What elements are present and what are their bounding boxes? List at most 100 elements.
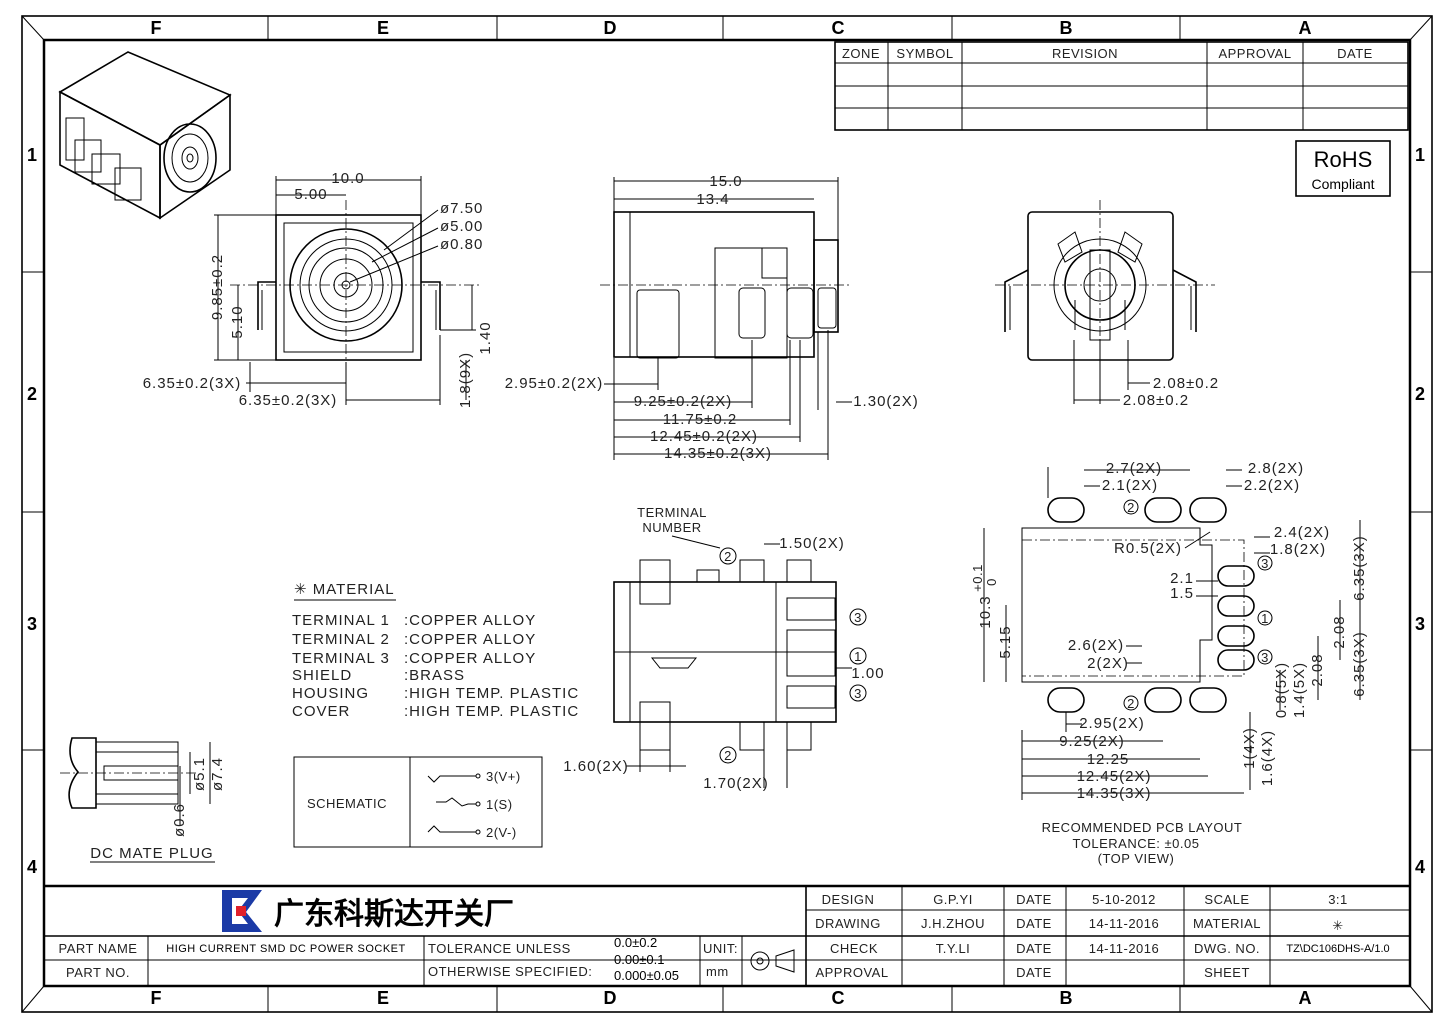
pcb-d4: 2.2(2X) xyxy=(1244,477,1300,494)
pcb-d9: 1.5 xyxy=(1170,585,1194,602)
dwg-no-value: TZ\DC106DHS-A/1.0 xyxy=(1286,943,1389,955)
plug-d1: ø5.1 xyxy=(191,757,208,791)
material-value: :BRASS xyxy=(404,667,465,684)
schematic-box: SCHEMATIC 3(V+) 1(S) 2(V-) xyxy=(293,756,543,848)
pcb-d3: 2.8(2X) xyxy=(1248,460,1304,477)
drawing-label: DRAWING xyxy=(815,916,881,931)
pcb-d8: 2.1 xyxy=(1170,570,1194,587)
pcb-pin-2a: 2 xyxy=(1127,500,1135,515)
column-letters-bottom: F E D C B A xyxy=(151,988,1312,1008)
dc-mate-plug: ø5.1 ø7.4 ø0.6 DC MATE PLUG xyxy=(60,737,226,863)
revision-header: REVISION xyxy=(1052,46,1118,61)
dim-rear-d2: 2.08±0.2 xyxy=(1123,392,1189,409)
pcb-d16: 6.35(3X) xyxy=(1351,631,1368,697)
date-label: DATE xyxy=(1016,916,1052,931)
pcb-d13: 2(2X) xyxy=(1087,655,1129,672)
material-value: ✳ xyxy=(1332,918,1343,933)
dim-bottom-bottom: 1.70(2X) xyxy=(703,775,769,792)
side-view: 15.0 13.4 2.95±0.2(2X) 9.25±0.2(2X) 11.7… xyxy=(505,173,918,462)
row-label: 2 xyxy=(1415,384,1425,404)
dim-rear-d1: 2.08±0.2 xyxy=(1153,375,1219,392)
dim-inner-width: 5.00 xyxy=(294,186,327,203)
dwg-no-label: DWG. NO. xyxy=(1194,941,1260,956)
column-label: A xyxy=(1299,988,1312,1008)
column-label: B xyxy=(1060,988,1073,1008)
schematic-pin-2: 2(V-) xyxy=(486,825,517,840)
dim-height: 9.85±0.2 xyxy=(209,254,226,320)
dim-pos-b: 6.35±0.2(3X) xyxy=(239,392,338,409)
pcb-pin-3b: 3 xyxy=(1261,650,1269,665)
column-label: D xyxy=(604,988,617,1008)
column-label: F xyxy=(151,988,162,1008)
check-label: CHECK xyxy=(830,941,878,956)
check-value: T.Y.LI xyxy=(936,941,971,956)
rohs-title: RoHS xyxy=(1314,147,1373,172)
terminal-number-3b: 3 xyxy=(854,686,862,701)
design-label: DESIGN xyxy=(822,892,875,907)
part-name-label: PART NAME xyxy=(59,941,138,956)
material-value: :HIGH TEMP. PLASTIC xyxy=(404,685,579,702)
design-date: 5-10-2012 xyxy=(1092,892,1156,907)
column-label: A xyxy=(1299,18,1312,38)
tolerance-line-2: OTHERWISE SPECIFIED: xyxy=(428,964,592,979)
scale-value: 3:1 xyxy=(1328,892,1348,907)
schematic-label: SCHEMATIC xyxy=(307,796,387,811)
pcb-d2: 2.1(2X) xyxy=(1102,477,1158,494)
pcb-pin-2b: 2 xyxy=(1127,696,1135,711)
plug-d2: ø7.4 xyxy=(209,757,226,791)
bottom-view: TERMINAL NUMBER 2 1.50(2X) 3 1 3 1.00 2 … xyxy=(563,505,884,792)
number-label: NUMBER xyxy=(642,520,701,535)
terminal-number-1: 1 xyxy=(854,649,862,664)
projection-symbol-icon xyxy=(750,949,795,973)
pcb-d20: 9.25(2X) xyxy=(1059,733,1125,750)
material-label: MATERIAL xyxy=(1193,916,1261,931)
material-value: :HIGH TEMP. PLASTIC xyxy=(404,703,579,720)
scale-label: SCALE xyxy=(1204,892,1249,907)
pcb-d1: 2.7(2X) xyxy=(1106,460,1162,477)
material-part: HOUSING xyxy=(292,685,369,702)
material-list: ✳ MATERIAL TERMINAL 1 :COPPER ALLOY TERM… xyxy=(292,581,579,720)
row-numbers: 1 2 3 4 1 2 3 4 xyxy=(27,145,1425,877)
column-label: E xyxy=(377,18,389,38)
material-part: TERMINAL 2 xyxy=(292,631,390,648)
pcb-d23: 14.35(3X) xyxy=(1077,785,1152,802)
pcb-d10: 10.3 xyxy=(977,595,994,628)
pcb-pin-1: 1 xyxy=(1261,611,1269,626)
material-part: TERMINAL 1 xyxy=(292,612,390,629)
pcb-d10-tol: +0.1 xyxy=(970,564,985,592)
date-label: DATE xyxy=(1016,965,1052,980)
check-date: 14-11-2016 xyxy=(1089,941,1160,956)
dim-side-d1: 2.95±0.2(2X) xyxy=(505,375,604,392)
date-label: DATE xyxy=(1016,941,1052,956)
material-part: COVER xyxy=(292,703,350,720)
dim-bottom-mid: 1.00 xyxy=(851,665,884,682)
pcb-radius: R0.5(2X) xyxy=(1114,540,1182,557)
design-value: G.P.YI xyxy=(933,892,973,907)
dim-dia-outer: ø7.50 xyxy=(440,200,483,217)
part-no-label: PART NO. xyxy=(66,965,130,980)
pcb-d22: 12.45(2X) xyxy=(1077,768,1152,785)
unit-label: UNIT: xyxy=(703,941,738,956)
front-view: 10.0 5.00 ø7.50 ø5.00 ø0.80 9.85±0.2 5.1… xyxy=(143,170,494,409)
revision-header: ZONE xyxy=(842,46,880,61)
rohs-subtitle: Compliant xyxy=(1311,176,1374,192)
approval-label: APPROVAL xyxy=(815,965,888,980)
pcb-d10-tol2: 0 xyxy=(984,578,999,586)
pcb-d6: 1.8(2X) xyxy=(1270,541,1326,558)
pcb-d11: 5.15 xyxy=(997,625,1014,658)
unit-value: mm xyxy=(706,964,729,979)
revision-header: DATE xyxy=(1337,46,1373,61)
row-label: 4 xyxy=(1415,857,1425,877)
dim-pin-length: 1.8(9X) xyxy=(457,352,474,408)
pcb-caption: RECOMMENDED PCB LAYOUT xyxy=(1042,820,1243,835)
schematic-pin-1: 1(S) xyxy=(486,797,513,812)
tolerance-3-dec: 0.000±0.05 xyxy=(614,968,679,983)
column-letters-top: F E D C B A xyxy=(151,18,1312,38)
material-value: :COPPER ALLOY xyxy=(404,631,536,648)
row-label: 3 xyxy=(27,614,37,634)
title-block: 广东科斯达开关厂 PART NAME HIGH CURRENT SMD DC P… xyxy=(44,884,1410,986)
tolerance-2-dec: 0.00±0.1 xyxy=(614,952,665,967)
row-label: 4 xyxy=(27,857,37,877)
pcb-d21: 12.25 xyxy=(1087,751,1130,768)
